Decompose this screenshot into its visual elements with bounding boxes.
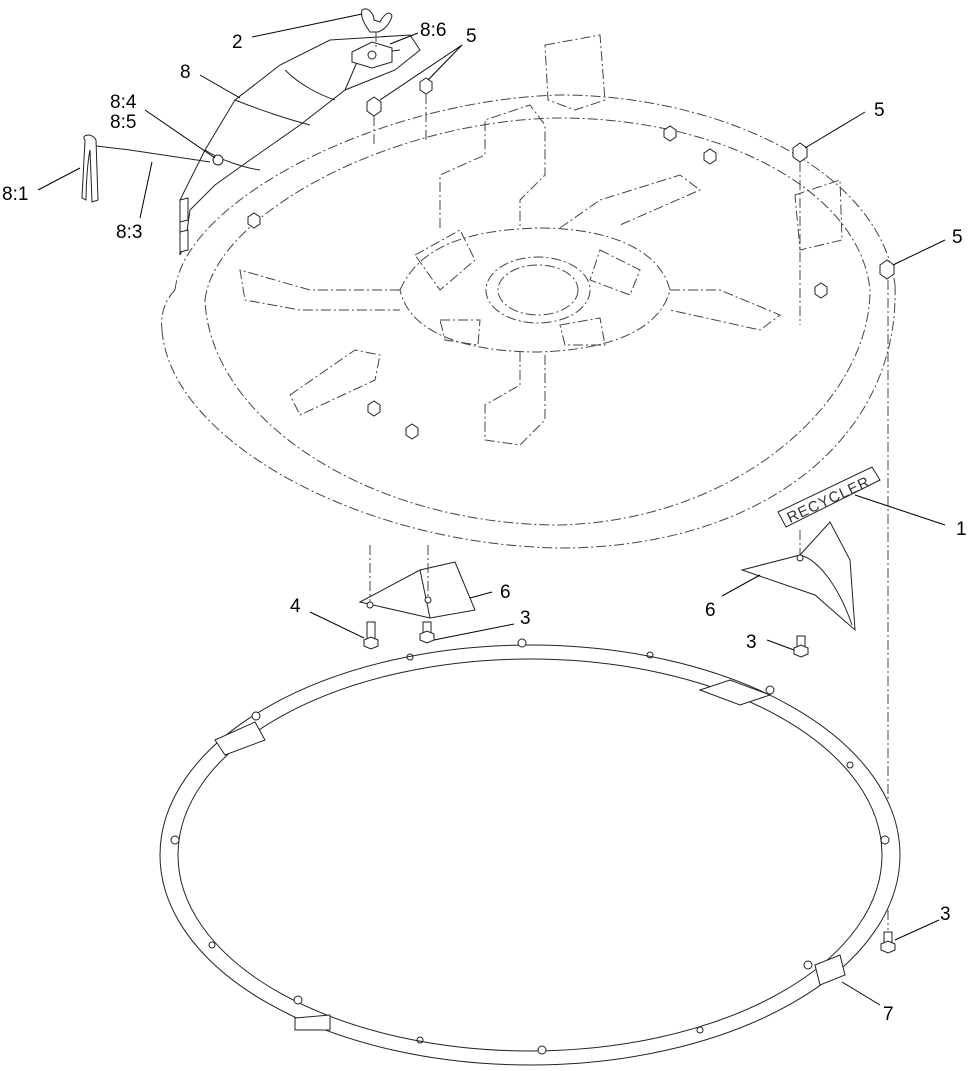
callout-3-center: 3 (746, 632, 757, 653)
callout-8: 8 (180, 62, 191, 83)
callout-2: 2 (232, 32, 243, 53)
callout-6-right: 6 (705, 600, 716, 621)
callout-8-3: 8:3 (116, 222, 142, 243)
hairpin-and-lanyard (81, 134, 224, 203)
skirt-ring (159, 638, 901, 1066)
callout-5-right-top: 5 (874, 100, 885, 121)
callout-labels: 2 8:6 5 8 8:4 8:5 8:1 8:3 5 5 1 6 4 3 6 … (2, 20, 967, 1025)
bolt-3-right (880, 931, 896, 954)
leader-lines (37, 13, 946, 1006)
callout-3-left: 3 (520, 608, 531, 629)
baffle-right (740, 521, 856, 632)
nut-5-right (879, 259, 895, 280)
callout-8-5: 8:5 (110, 112, 136, 133)
bolt-3-center (793, 635, 809, 658)
callout-8-6: 8:6 (420, 20, 446, 41)
callout-1: 1 (956, 519, 967, 540)
callout-8-4: 8:4 (110, 92, 137, 113)
callout-8-1: 8:1 (2, 184, 28, 205)
nut-5-right-top (792, 142, 808, 325)
callout-3-right: 3 (940, 904, 951, 925)
callout-5-right: 5 (952, 227, 963, 248)
bolt-4 (363, 621, 379, 650)
callout-5-top: 5 (466, 26, 477, 47)
callout-6-left: 6 (500, 582, 511, 603)
nut-5-center (419, 77, 433, 140)
deck-nuts (247, 125, 828, 440)
deck-housing (161, 34, 896, 549)
baffle-left (358, 545, 476, 619)
callout-4: 4 (290, 596, 301, 617)
discharge-chute (179, 34, 421, 256)
bolt-3-left (419, 621, 435, 644)
nut-5-left (366, 96, 382, 145)
callout-7: 7 (883, 1004, 894, 1025)
decal-text: RECYCLER (785, 473, 873, 526)
wing-nut (361, 8, 393, 48)
recycler-decal: RECYCLER (777, 466, 881, 528)
